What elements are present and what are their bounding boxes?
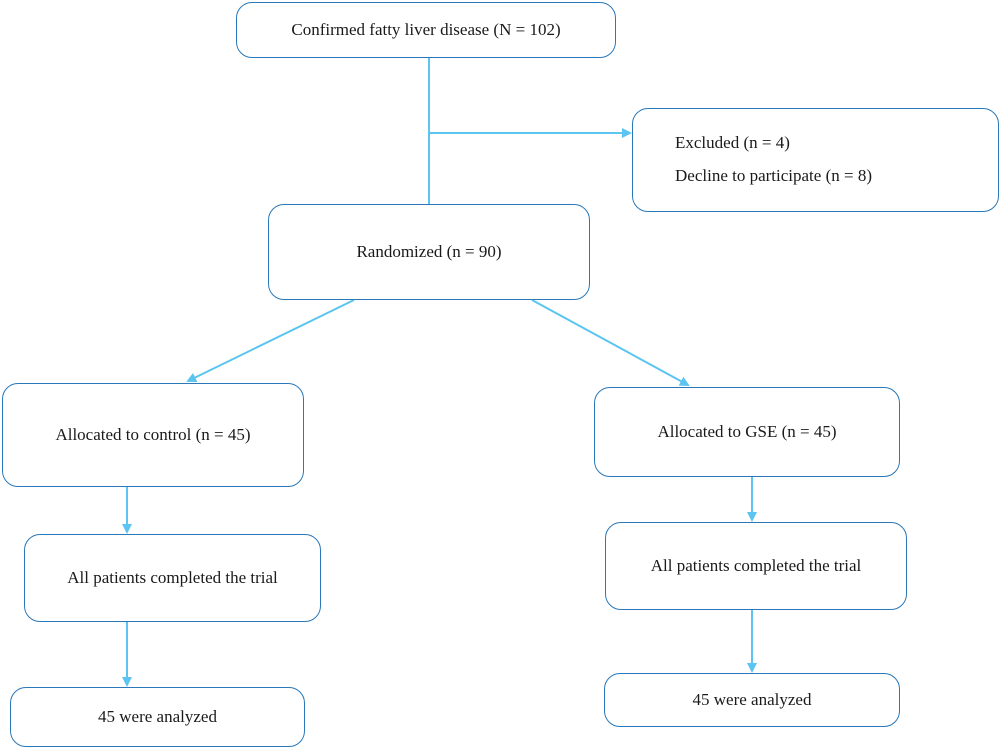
screening-label: Confirmed fatty liver disease (N = 102) bbox=[291, 19, 561, 39]
gse-completion-label: All patients completed the trial bbox=[650, 555, 862, 575]
gse-completion-box: All patients completed the trial bbox=[605, 522, 907, 610]
control-allocation-label: Allocated to control (n = 45) bbox=[55, 424, 251, 444]
randomization-box: Randomized (n = 90) bbox=[268, 204, 590, 300]
control-analysis-box: 45 were analyzed bbox=[10, 687, 305, 747]
connector-random-to-gse bbox=[531, 299, 690, 386]
exclusion-box: Excluded (n = 4) Decline to participate … bbox=[632, 108, 999, 212]
gse-analysis-label: 45 were analyzed bbox=[692, 689, 812, 709]
excluded-count-label: Excluded (n = 4) bbox=[675, 133, 790, 153]
control-completion-box: All patients completed the trial bbox=[24, 534, 321, 622]
connector-random-to-control bbox=[186, 299, 355, 382]
control-allocation-box: Allocated to control (n = 45) bbox=[2, 383, 304, 487]
screening-box: Confirmed fatty liver disease (N = 102) bbox=[236, 2, 616, 58]
gse-allocation-box: Allocated to GSE (n = 45) bbox=[594, 387, 900, 477]
gse-analysis-box: 45 were analyzed bbox=[604, 673, 900, 727]
randomization-label: Randomized (n = 90) bbox=[356, 241, 502, 261]
gse-allocation-label: Allocated to GSE (n = 45) bbox=[657, 421, 837, 441]
control-analysis-label: 45 were analyzed bbox=[98, 706, 217, 726]
declined-count-label: Decline to participate (n = 8) bbox=[675, 166, 872, 185]
control-completion-label: All patients completed the trial bbox=[67, 567, 278, 587]
